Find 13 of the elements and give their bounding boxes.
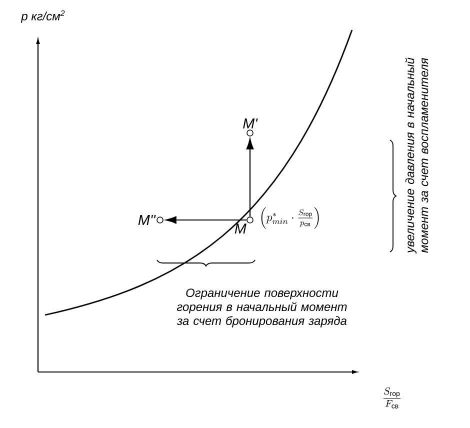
axis-label: $\frac{S_{\text{гор}}}{F_{\text{св}}}$ bbox=[384, 387, 400, 408]
point: M bbox=[234, 216, 254, 234]
arrow bbox=[246, 138, 254, 217]
formula: $\left(p^{*}_{min}\cdot\frac{S_{\text{гор}}}{p_{\text{св}}}\right)$ bbox=[261, 207, 319, 229]
node-label: M'' bbox=[138, 215, 156, 225]
axis-label: p кг/см$^{2}$ bbox=[20, 10, 65, 23]
point: M'' bbox=[138, 215, 164, 225]
point: M' bbox=[243, 118, 258, 136]
node-label: M' bbox=[243, 118, 258, 128]
arrow bbox=[166, 216, 247, 224]
annotation: увеличение давления в начальный момент за счет воспламенителя bbox=[405, 58, 428, 254]
annotation: Ограничение поверхности горения в начальный момент за счет бронирования заряда bbox=[176, 288, 347, 328]
node-label: M bbox=[234, 224, 246, 234]
